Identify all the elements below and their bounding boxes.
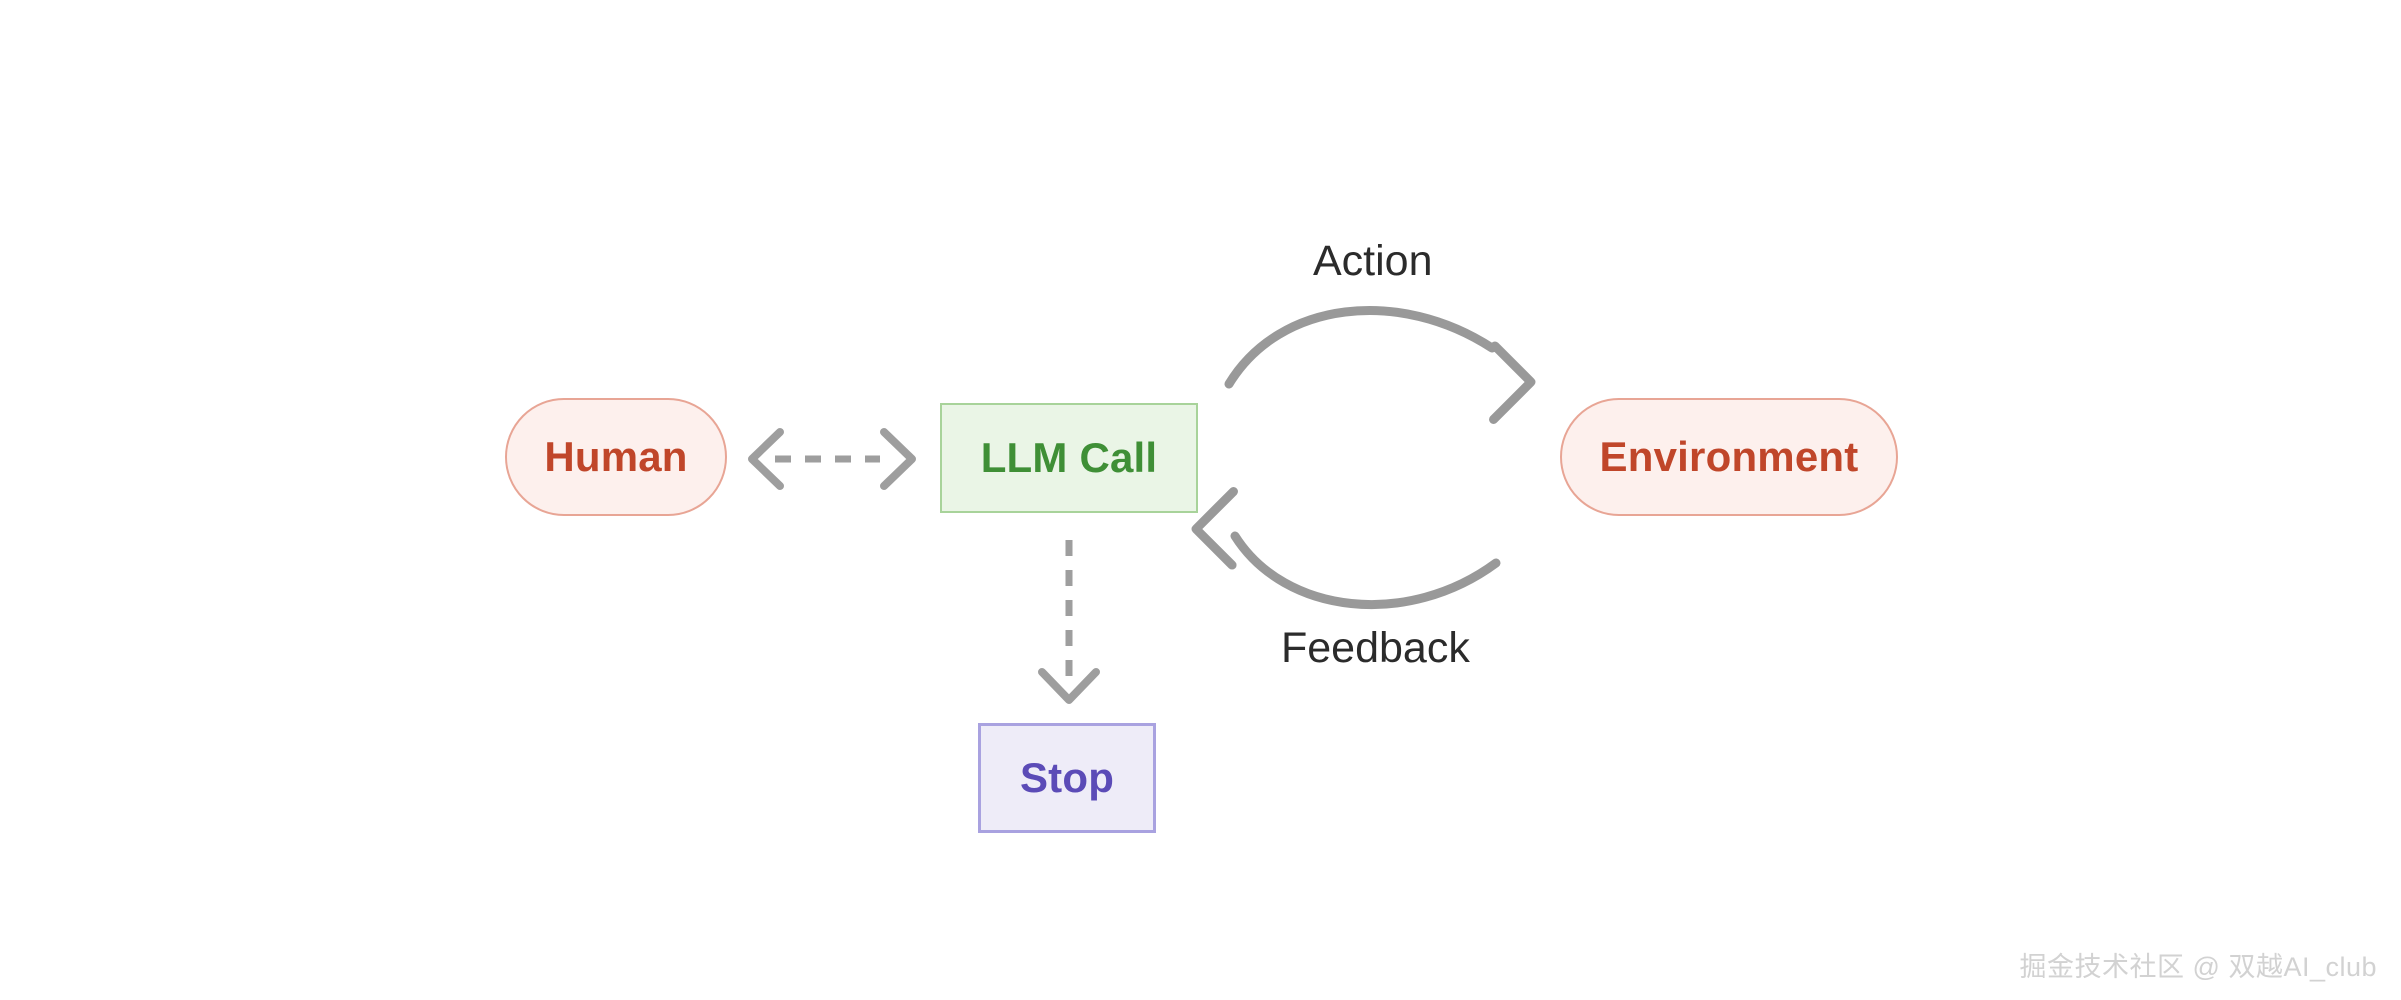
edge-label-feedback: Feedback <box>1281 624 1470 672</box>
arrowhead-left-icon <box>748 428 784 490</box>
edge-feedback <box>1191 487 1501 610</box>
node-environment[interactable]: Environment <box>1560 398 1898 516</box>
edge-human-llm-call <box>748 428 916 490</box>
node-human[interactable]: Human <box>505 398 727 516</box>
arrowhead-down-icon <box>1038 668 1100 704</box>
arrowhead-feedback-icon <box>1191 487 1238 570</box>
node-stop[interactable]: Stop <box>978 723 1156 833</box>
watermark-text: 掘金技术社区 @ 双越AI_club <box>2019 952 2377 982</box>
edge-action <box>1224 306 1536 424</box>
edge-llm-call-stop <box>1038 540 1100 704</box>
node-llm-call[interactable]: LLM Call <box>940 403 1198 513</box>
edge-feedback-path <box>1230 531 1501 610</box>
arrowhead-action-icon <box>1489 341 1536 424</box>
edge-action-path <box>1224 306 1497 389</box>
arrowhead-right-icon <box>880 428 916 490</box>
edge-label-action: Action <box>1313 237 1433 285</box>
